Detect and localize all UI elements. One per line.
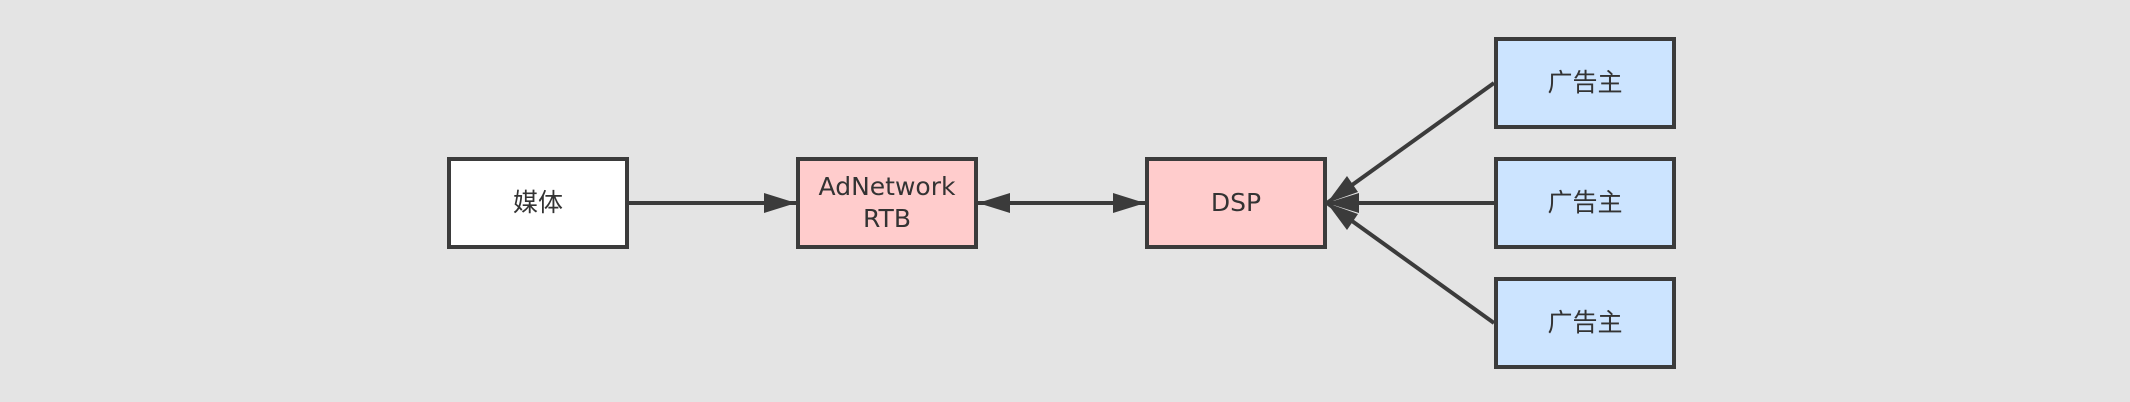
edge-advertiser-1-to-dsp (1325, 81, 1496, 205)
dsp-node: DSP (1145, 157, 1327, 249)
adnetwork-rtb-node: AdNetwork RTB (796, 157, 978, 249)
edge-advertiser-3-to-dsp (1325, 201, 1496, 325)
advertiser-node-1: 广告主 (1494, 37, 1676, 129)
adnetwork-label-line1: AdNetwork (818, 172, 956, 201)
media-node: 媒体 (447, 157, 629, 249)
adnetwork-label-line2: RTB (863, 204, 911, 233)
media-label: 媒体 (512, 188, 563, 217)
adnetwork-label: AdNetwork RTB (819, 171, 956, 235)
arrowhead-into-dsp-from-advertiser-3 (1327, 203, 1358, 230)
arrowhead-into-adnetwork-back (978, 193, 1010, 213)
arrowhead-into-dsp-from-adnetwork (1113, 193, 1145, 213)
arrowhead-into-dsp-from-advertiser-2 (1327, 193, 1359, 213)
advertiser-label-2: 广告主 (1547, 188, 1623, 217)
arrowhead-into-adnetwork (764, 193, 796, 213)
advertiser-label-1: 广告主 (1547, 68, 1623, 97)
advertiser-label-3: 广告主 (1547, 308, 1623, 337)
arrowhead-into-dsp-from-advertiser-1 (1327, 176, 1358, 203)
advertiser-node-3: 广告主 (1494, 277, 1676, 369)
advertiser-node-2: 广告主 (1494, 157, 1676, 249)
dsp-label: DSP (1210, 188, 1262, 217)
